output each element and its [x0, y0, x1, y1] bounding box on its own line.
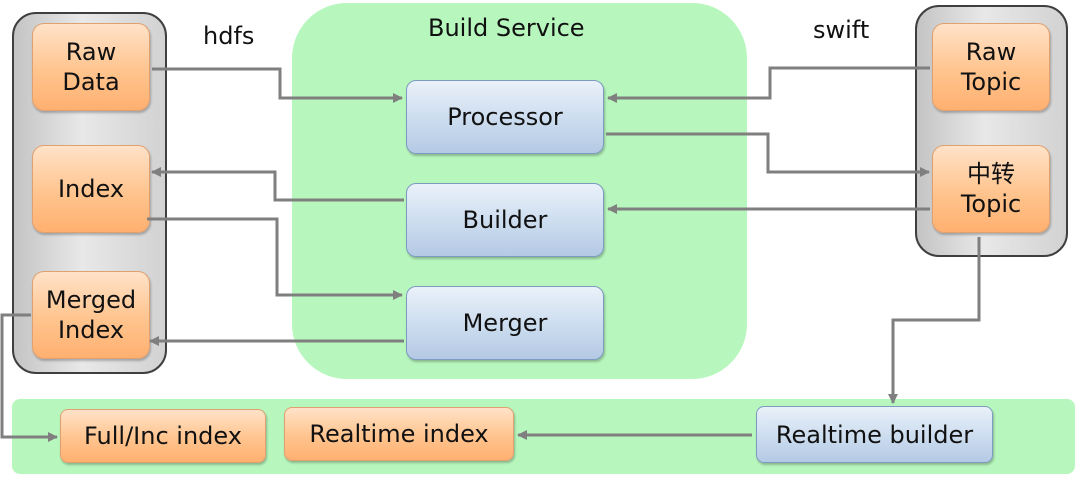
arrow-transit-topic-to-realtime-builder: [888, 237, 981, 404]
hdfs-label: hdfs: [203, 22, 255, 50]
build-service-title: Build Service: [428, 14, 585, 42]
index-box: Index: [32, 145, 150, 233]
swift-label: swift: [813, 16, 870, 44]
processor-box: Processor: [406, 80, 604, 154]
builder-label: Builder: [462, 206, 548, 234]
raw-topic-line1: Raw: [965, 38, 1017, 66]
full-inc-index-box: Full/Inc index: [60, 409, 266, 463]
merged-index-line1: Merged: [45, 286, 137, 314]
merged-index-line2: Index: [57, 316, 125, 344]
realtime-index-label: Realtime index: [309, 420, 489, 448]
processor-label: Processor: [447, 103, 563, 131]
transit-topic-line1: 中转: [967, 160, 1015, 188]
arrow-merged-index-to-full-inc: [0, 313, 58, 442]
realtime-index-box: Realtime index: [284, 407, 514, 461]
arrow-builder-to-index: [151, 167, 404, 202]
raw-data-line1: Raw: [65, 38, 117, 66]
merger-box: Merger: [406, 286, 604, 360]
arrow-raw-topic-to-processor: [607, 66, 930, 103]
index-label: Index: [57, 175, 125, 203]
full-inc-index-label: Full/Inc index: [84, 422, 242, 450]
raw-topic-line2: Topic: [960, 68, 1022, 96]
arrow-index-to-merger: [147, 217, 403, 300]
realtime-builder-label: Realtime builder: [775, 420, 974, 449]
arrow-raw-data-to-processor: [152, 67, 403, 103]
arrow-processor-to-transit-topic: [606, 132, 930, 177]
raw-data-line2: Data: [62, 68, 120, 96]
transit-topic-line2: Topic: [960, 190, 1022, 218]
realtime-builder-box: Realtime builder: [756, 406, 993, 463]
builder-box: Builder: [406, 183, 604, 257]
merger-label: Merger: [462, 309, 548, 337]
